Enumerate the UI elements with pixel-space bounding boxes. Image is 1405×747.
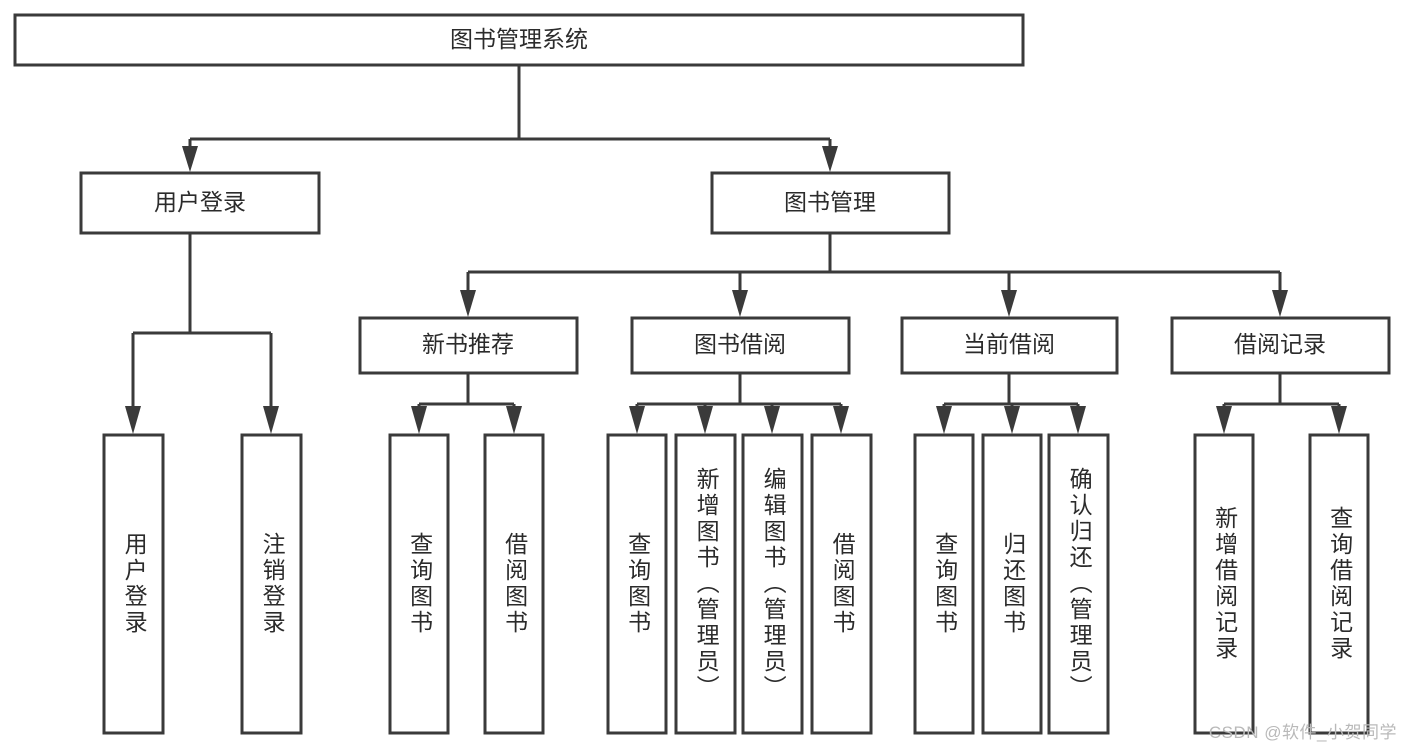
arrowhead-leaf-query-borrow-record — [1331, 406, 1347, 434]
leaf-box-add-borrow-record[interactable] — [1193, 433, 1255, 735]
connector-group-borrow-record — [1216, 373, 1347, 434]
connector-group-new-book-recommend — [411, 373, 522, 434]
node-current-borrow-box[interactable] — [900, 316, 1119, 375]
connector-group-root — [182, 65, 838, 172]
leaf-box-query-book-3[interactable] — [913, 433, 975, 735]
node-user-login-label: 用户登录 — [154, 189, 246, 215]
arrowhead-leaf-add-book — [697, 406, 713, 434]
node-book-management-box[interactable] — [710, 171, 951, 235]
arrowhead-leaf-logout-login — [263, 406, 279, 434]
node-new-book-recommend-box[interactable] — [358, 316, 579, 375]
arrowhead-user-login — [182, 146, 198, 172]
leaf-box-borrow-book-2[interactable] — [810, 433, 873, 735]
connector-group-book-management — [460, 233, 1288, 317]
node-title-label: 图书管理系统 — [450, 26, 588, 52]
node-user-login-box[interactable] — [79, 171, 321, 235]
leaf-box-return-book[interactable] — [981, 433, 1043, 735]
connector-group-user-login — [125, 233, 279, 434]
connector-group-book-borrow — [629, 373, 849, 434]
arrowhead-leaf-add-borrow-record — [1216, 406, 1232, 434]
leaf-box-logout-login[interactable] — [240, 433, 303, 735]
arrowhead-leaf-borrow-book-1 — [506, 406, 522, 434]
arrowhead-leaf-query-book-3 — [936, 406, 952, 434]
node-borrow-record-box[interactable] — [1170, 316, 1391, 375]
arrowhead-leaf-confirm-return — [1070, 406, 1086, 434]
node-borrow-record-label: 借阅记录 — [1234, 331, 1326, 357]
node-title-box[interactable] — [13, 13, 1025, 67]
connector-group-current-borrow — [936, 373, 1086, 434]
node-book-management-label: 图书管理 — [784, 189, 876, 215]
arrowhead-book-borrow — [732, 290, 748, 317]
arrowhead-leaf-borrow-book-2 — [833, 406, 849, 434]
node-book-borrow-box[interactable] — [630, 316, 851, 375]
leaf-box-edit-book[interactable] — [741, 433, 804, 735]
leaf-box-borrow-book-1[interactable] — [483, 433, 545, 735]
arrowhead-current-borrow — [1001, 290, 1017, 317]
leaf-box-query-borrow-record[interactable] — [1308, 433, 1370, 735]
csdn-watermark: CSDN @软件_小贺同学 — [1208, 723, 1397, 742]
node-new-book-recommend-label: 新书推荐 — [422, 331, 514, 357]
leaf-box-query-book-2[interactable] — [606, 433, 668, 735]
leaf-box-user-login[interactable] — [102, 433, 165, 735]
leaf-box-confirm-return[interactable] — [1047, 433, 1110, 735]
node-current-borrow-label: 当前借阅 — [963, 331, 1055, 357]
arrowhead-leaf-return-book — [1004, 406, 1020, 434]
leaf-box-query-book-1[interactable] — [388, 433, 450, 735]
arrowhead-leaf-user-login — [125, 406, 141, 434]
arrowhead-new-book-recommend — [460, 290, 476, 317]
arrowhead-leaf-edit-book — [764, 406, 780, 434]
arrowhead-leaf-query-book-2 — [629, 406, 645, 434]
arrowhead-borrow-record — [1272, 290, 1288, 317]
leaf-box-add-book[interactable] — [674, 433, 737, 735]
arrowhead-leaf-query-book-1 — [411, 406, 427, 434]
arrowhead-book-management — [822, 146, 838, 172]
node-book-borrow-label: 图书借阅 — [694, 331, 786, 357]
